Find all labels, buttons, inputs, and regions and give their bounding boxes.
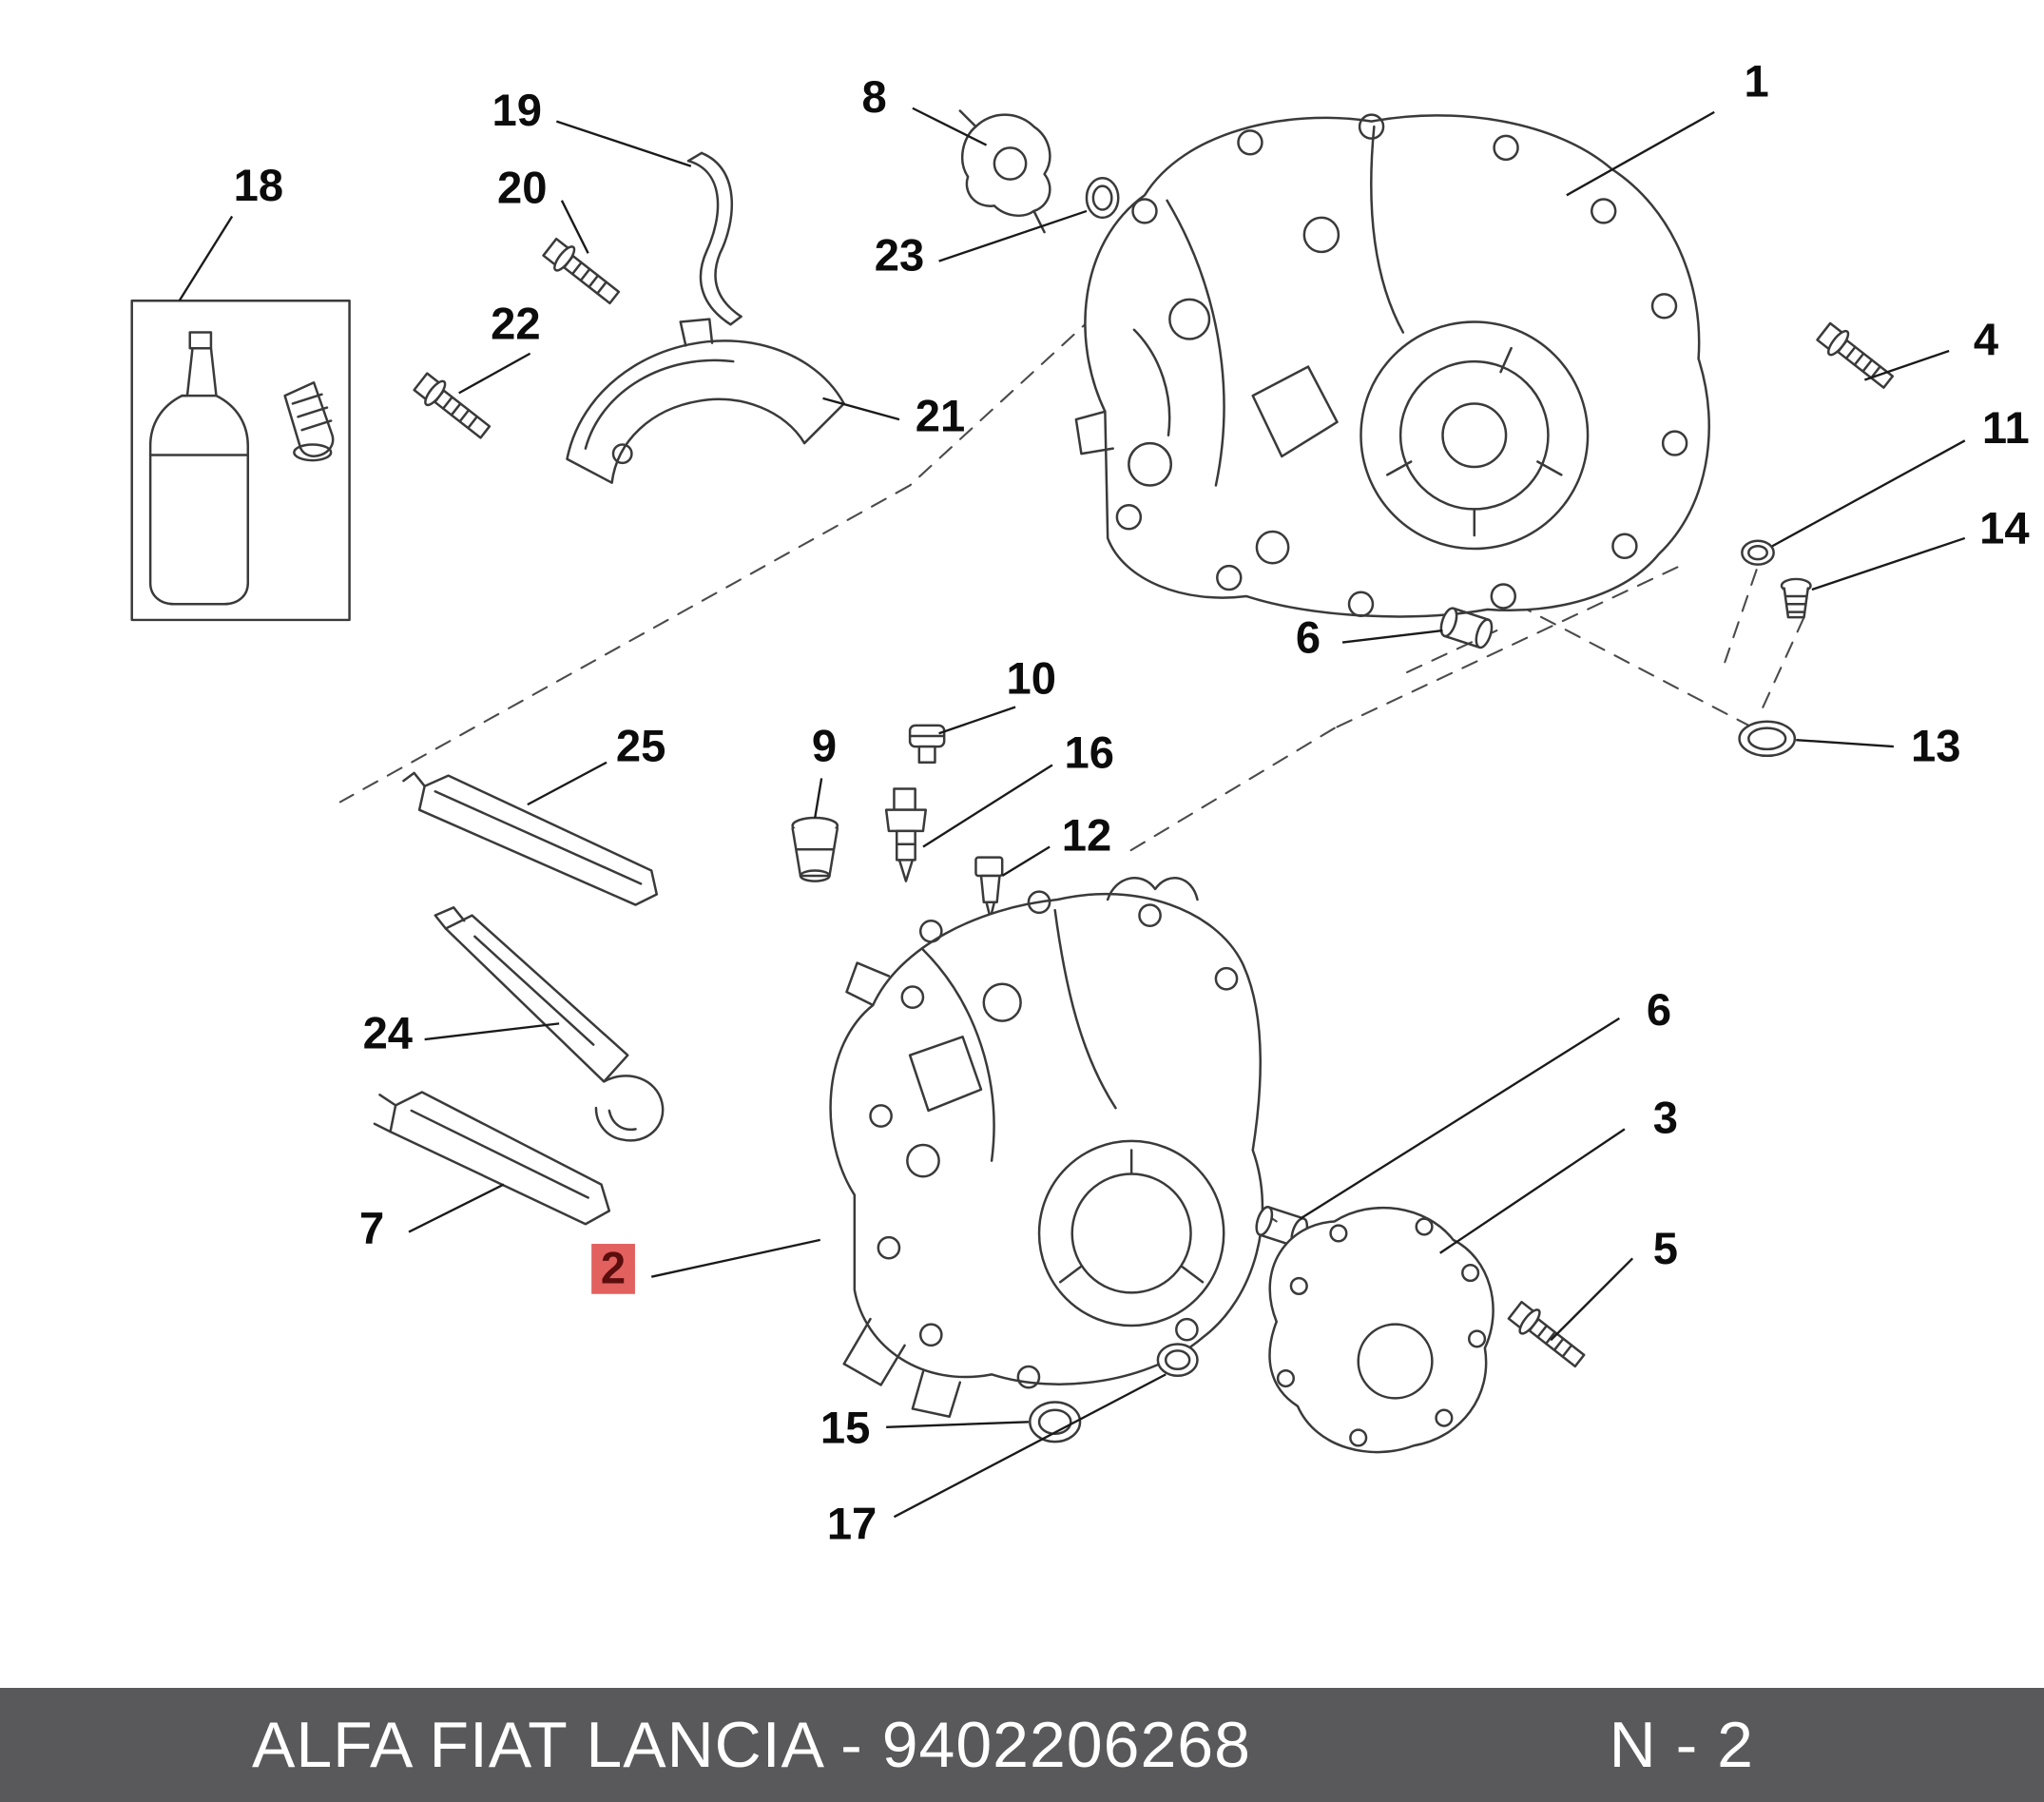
callout-6a[interactable]: 6 xyxy=(1295,613,1321,664)
callout-3[interactable]: 3 xyxy=(1652,1093,1679,1144)
leader-6a xyxy=(1341,629,1443,644)
leader-6b xyxy=(1300,1017,1620,1220)
callout-6b[interactable]: 6 xyxy=(1646,985,1672,1036)
leader-3 xyxy=(1439,1128,1626,1254)
callout-4[interactable]: 4 xyxy=(1973,315,1999,366)
leader-4 xyxy=(1863,349,1950,381)
part-8-sensor-bracket xyxy=(958,109,1051,234)
leader-7 xyxy=(408,1183,505,1233)
part-13-o-ring xyxy=(1738,720,1797,758)
leader-23 xyxy=(938,209,1088,262)
leader-16 xyxy=(922,764,1053,848)
catalog-title: ALFA FIAT LANCIA - 9402206268 xyxy=(252,1709,1251,1781)
callout-7[interactable]: 7 xyxy=(359,1204,385,1255)
part-3-cover-gasket xyxy=(1268,1206,1494,1454)
part-1-clutch-housing xyxy=(1074,113,1710,618)
leader-24 xyxy=(424,1022,560,1041)
callout-16[interactable]: 16 xyxy=(1064,727,1114,779)
leader-21 xyxy=(822,397,900,421)
leader-22 xyxy=(458,352,531,395)
part-20-bolt xyxy=(542,237,621,305)
leader-17 xyxy=(893,1373,1167,1519)
part-17-seal xyxy=(1156,1343,1199,1377)
part-23-o-ring xyxy=(1085,177,1120,220)
leader-8 xyxy=(912,107,988,146)
part-15-o-ring xyxy=(1029,1401,1082,1444)
part-24-selector-fork xyxy=(434,906,665,1142)
leader-2 xyxy=(650,1238,821,1278)
part-9-plug xyxy=(791,816,839,882)
leader-14 xyxy=(1811,536,1966,591)
callout-1[interactable]: 1 xyxy=(1744,56,1769,107)
leader-1 xyxy=(1566,110,1715,197)
leader-10 xyxy=(938,706,1016,735)
callout-10[interactable]: 10 xyxy=(1006,654,1056,705)
callout-25[interactable]: 25 xyxy=(615,721,666,772)
part-7-shift-fork-rod xyxy=(373,1091,611,1226)
callout-8[interactable]: 8 xyxy=(861,72,887,124)
part-6-dowel-bushing-a xyxy=(1439,607,1494,649)
callout-2[interactable]: 2 xyxy=(591,1244,635,1294)
callout-21[interactable]: 21 xyxy=(915,391,966,442)
callout-14[interactable]: 14 xyxy=(1979,503,2030,554)
leader-5 xyxy=(1550,1257,1634,1342)
part-2-gearbox-housing xyxy=(829,877,1264,1418)
leader-20 xyxy=(560,200,589,254)
leader-9 xyxy=(814,778,823,819)
callout-9[interactable]: 9 xyxy=(811,721,838,772)
callout-20[interactable]: 20 xyxy=(497,164,548,214)
leader-15 xyxy=(886,1421,1029,1429)
part-5-bolt xyxy=(1507,1300,1586,1368)
callout-5[interactable]: 5 xyxy=(1652,1224,1679,1274)
leader-25 xyxy=(527,761,607,806)
callout-23[interactable]: 23 xyxy=(874,230,925,281)
part-18-sealant-kit xyxy=(130,300,351,622)
footer-bar: ALFA FIAT LANCIA - 9402206268 N - 2 xyxy=(0,1688,2044,1802)
part-16-reverse-switch xyxy=(884,787,927,882)
callout-12[interactable]: 12 xyxy=(1061,811,1112,862)
part-14-screw-plug xyxy=(1780,577,1812,619)
leader-12 xyxy=(1001,845,1051,878)
callout-19[interactable]: 19 xyxy=(492,86,542,136)
part-10-breather xyxy=(908,724,946,764)
callout-24[interactable]: 24 xyxy=(362,1009,414,1059)
page-reference: N - 2 xyxy=(1609,1709,1754,1781)
part-25-shift-rail xyxy=(402,771,659,906)
leader-11 xyxy=(1771,439,1966,548)
callout-13[interactable]: 13 xyxy=(1911,721,1961,772)
leader-lines xyxy=(178,107,1966,1519)
callout-11[interactable]: 11 xyxy=(1981,403,2030,455)
part-22-bolt xyxy=(413,372,492,439)
callout-15[interactable]: 15 xyxy=(820,1403,871,1454)
leader-19 xyxy=(555,120,692,167)
leader-13 xyxy=(1796,738,1894,748)
callout-18[interactable]: 18 xyxy=(233,161,284,211)
leader-18 xyxy=(178,215,234,301)
part-19-bracket xyxy=(686,151,742,326)
part-11-seal-ring xyxy=(1741,539,1775,566)
callout-22[interactable]: 22 xyxy=(491,299,541,350)
callout-17[interactable]: 17 xyxy=(826,1500,877,1550)
parts-artwork xyxy=(130,109,1895,1454)
